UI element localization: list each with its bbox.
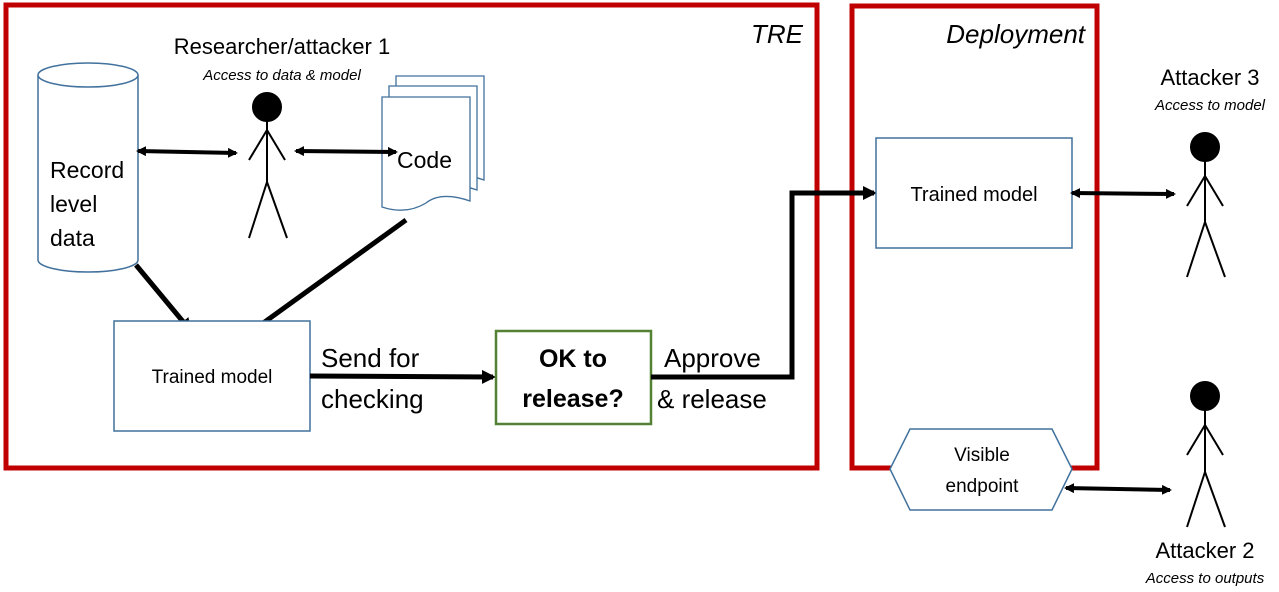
model-attacker3-arrow: [1070, 188, 1176, 199]
attacker3-access: Access to model: [1154, 97, 1266, 114]
tre-label: TRE: [751, 19, 804, 49]
endpoint-attacker2-arrow: [1064, 483, 1172, 495]
researcher-code-arrow: [294, 146, 398, 157]
send-for-checking-arrow: [309, 369, 496, 384]
database-label-line3: data: [50, 225, 95, 251]
send-for-checking-line1: Send for: [321, 343, 420, 373]
ok-to-release-line1: OK to: [539, 345, 607, 373]
researcher-name: Researcher/attacker 1: [174, 34, 390, 59]
database-label-line2: level: [50, 191, 97, 217]
attacker2-figure: [1186, 381, 1226, 528]
researcher-access: Access to data & model: [202, 67, 361, 84]
endpoint-label-line1: Visible: [954, 445, 1010, 466]
deployment-label: Deployment: [946, 19, 1087, 49]
approve-release-line2: & release: [657, 384, 767, 414]
attacker3-name: Attacker 3: [1160, 65, 1259, 90]
database-label-line1: Record: [50, 157, 124, 183]
code-label: Code: [397, 147, 452, 173]
endpoint-label-line2: endpoint: [946, 476, 1020, 497]
ok-to-release-line2: release?: [522, 385, 623, 413]
trained-model-deploy-label: Trained model: [910, 184, 1037, 206]
trained-model-tre-box: [113, 320, 311, 432]
code-document-stack: [381, 75, 485, 211]
attacker2-name: Attacker 2: [1155, 538, 1254, 563]
code-to-model-arrow: [245, 217, 408, 337]
db-researcher-arrow: [136, 146, 238, 158]
tre-region: [3, 2, 820, 471]
trained-model-deploy-box: [875, 137, 1073, 249]
approve-release-arrow: [651, 186, 877, 380]
approve-release-line1: Approve: [664, 343, 761, 373]
researcher-figure: [248, 92, 288, 239]
attacker3-figure: [1186, 132, 1226, 278]
attacker2-access: Access to outputs: [1145, 570, 1265, 587]
visible-endpoint-hexagon: [889, 428, 1073, 511]
send-for-checking-line2: checking: [321, 384, 424, 414]
trained-model-tre-label: Trained model: [152, 367, 273, 388]
record-level-data-cylinder: Record level data: [37, 62, 139, 273]
db-to-model-arrow: [134, 263, 192, 333]
